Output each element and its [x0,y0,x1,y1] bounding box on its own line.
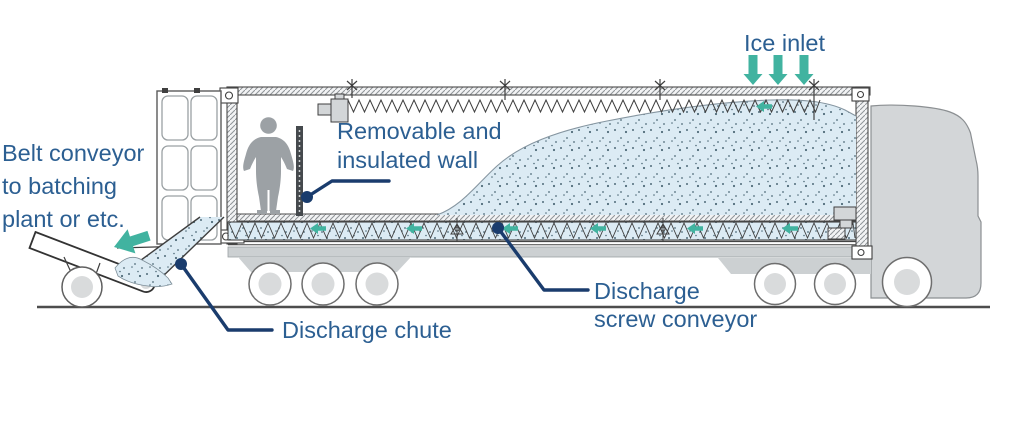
trailer-roof [226,86,871,96]
ceiling-screw-motor [317,93,349,123]
discharge-screw-label-line2: screw conveyor [594,306,757,332]
floor-screw-motor [827,206,857,240]
screw-leader-line [496,226,590,292]
trailer-wheels [248,262,399,306]
discharge-screw-label-line1: Discharge [594,278,700,304]
screw-bearing-supports [450,218,670,242]
ice-inlet-arrow-icon [794,55,814,85]
wall-leader-line [305,179,391,199]
wheel [248,262,292,306]
discharge-chute-label: Discharge chute [282,317,452,343]
removable-insulated-wall [296,126,303,216]
wheel [355,262,399,306]
removable-wall-label-line2: insulated wall [337,147,478,173]
trailer-floor [236,213,857,222]
ceiling-screw-spiral [347,98,821,114]
wheel [301,262,345,306]
ice-inlet-arrow-icon [768,55,788,85]
person-silhouette [243,117,294,214]
floor-screw-conveyor [227,206,857,242]
belt-conveyor-label-line2: to batching [2,173,117,199]
trailer-body [217,86,873,260]
trailer-rear-wall [226,86,238,245]
ceiling-screw-hangers [346,79,820,120]
truck-wheels [753,256,933,308]
ice-inlet-label: Ice inlet [744,30,825,56]
ice-inlet-arrows [743,55,814,85]
cab-body [870,104,982,299]
floor-screw-spiral [228,221,856,240]
wheel [881,256,933,308]
belt-conveyor-label-line1: Belt conveyor [2,140,145,166]
chute-leader-line [179,262,274,332]
belt-support-wheel-hub [71,276,93,298]
ice-pile [436,99,857,216]
ceiling-screw-conveyor [317,79,821,123]
ice-inlet-arrow-icon [743,55,763,85]
wheel [813,262,857,306]
discharge-chute [114,216,225,288]
wheel [753,262,797,306]
labels: Ice inlet Belt conveyor to batching plan… [2,30,825,343]
trailer-front-wall [855,86,869,259]
ice-on-belt [114,256,173,288]
ice-surface [436,99,857,216]
belt-conveyor-label-line3: plant or etc. [2,206,125,232]
removable-wall-label-line1: Removable and [337,118,502,144]
leader-lines [175,179,590,332]
